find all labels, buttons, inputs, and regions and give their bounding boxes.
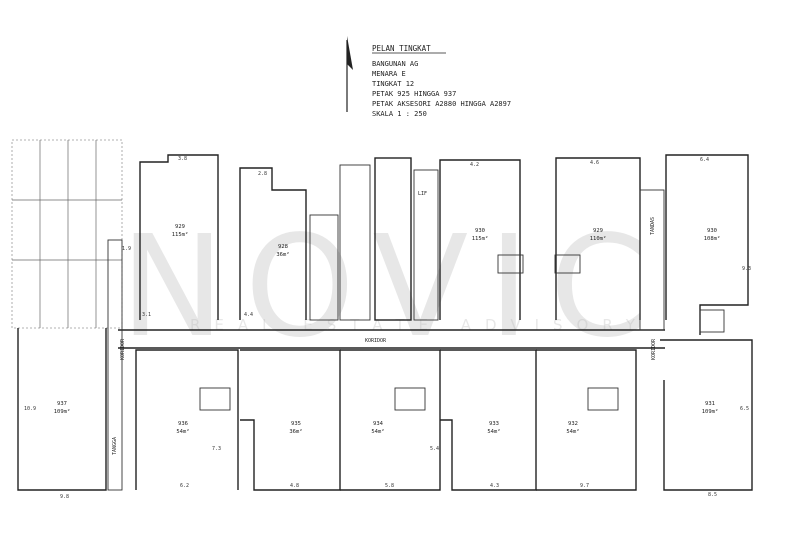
lif-label: LIF [418,191,427,197]
title-line-4: TINGKAT 12 [372,80,414,88]
title-line-5: PETAK 925 HINGGA 937 [372,90,456,98]
wall-lines [17,154,753,491]
room-area: 110m² [590,235,607,242]
title-line-1: PELAN TINGKAT [372,44,431,53]
title-block: PELAN TINGKAT BANGUNAN AG MENARA E TINGK… [372,44,511,118]
corridor-labels: KORIDOR TANGGA KORIDOR TANDAS KORIDOR LI… [112,191,657,455]
dimension-label: 6.5 [740,406,749,412]
room-id: 935 [291,421,301,427]
koridor-vertical-label: KORIDOR [120,338,126,360]
dimension-label: 6.2 [180,483,189,489]
room-id: 930 [475,228,485,234]
koridor-right-label: KORIDOR [651,338,657,360]
room-area: 36m² [276,251,289,258]
room-area: 115m² [172,231,189,238]
dimension-label: 4.2 [470,162,479,168]
dimension-label: 4.3 [490,483,499,489]
dimension-label: 8.5 [708,492,717,498]
room-area: 109m² [54,408,71,415]
room-id: 928 [278,244,288,250]
tangga-label: TANGGA [112,437,118,455]
tandas-label: TANDAS [650,217,656,235]
title-line-6: PETAK AKSESORI A2880 HINGGA A2897 [372,100,511,108]
dimension-label: 1.9 [122,246,131,252]
koridor-label: KORIDOR [365,338,387,344]
dimension-label: 10.9 [24,406,36,412]
dimension-label: 2.8 [258,171,267,177]
room-area: 54m² [566,428,579,435]
dimension-label: 3.8 [178,156,187,162]
dimension-label: 7.3 [212,446,221,452]
dimension-label: 5.4 [430,446,439,452]
dimension-label: 4.8 [290,483,299,489]
title-line-7: SKALA 1 : 250 [372,110,427,118]
room-area: 36m² [289,428,302,435]
room-area: 115m² [472,235,489,242]
room-id: 937 [57,401,67,407]
dimension-label: 4.6 [590,160,599,166]
dimension-label: 9.8 [60,494,69,500]
watermark: NOVIC REAL ESTATE ADVISORY [120,206,667,369]
room-id: 929 [175,224,185,230]
room-area: 54m² [487,428,500,435]
title-line-2: BANGUNAN AG [372,60,418,68]
room-id: 936 [178,421,188,427]
north-arrow-icon [346,36,353,112]
title-line-3: MENARA E [372,70,406,78]
room-area: 54m² [371,428,384,435]
room-area: 109m² [702,408,719,415]
room-id: 934 [373,421,384,427]
dimension-label: 9.7 [580,483,589,489]
room-labels: 929 115m² 928 36m² 930 115m² 929 110m² 9… [54,224,721,435]
dimension-label: 6.4 [700,157,709,163]
room-area: 54m² [176,428,189,435]
room-id: 932 [568,421,578,427]
dimension-label: 3.1 [142,312,151,318]
room-id: 931 [705,401,715,407]
room-id: 933 [489,421,499,427]
dimension-label: 9.3 [742,266,751,272]
dimension-label: 5.8 [385,483,394,489]
room-area: 108m² [704,235,721,242]
room-id: 929 [593,228,603,234]
watermark-text: NOVIC [120,206,667,369]
room-id: 930 [707,228,717,234]
left-void-area [11,139,123,329]
dimension-label: 4.4 [244,312,253,318]
watermark-tagline: REAL ESTATE ADVISORY [190,316,649,334]
dimension-labels: 9.8 6.2 4.8 5.8 4.3 9.7 8.5 3.8 2.8 4.2 … [24,156,751,500]
